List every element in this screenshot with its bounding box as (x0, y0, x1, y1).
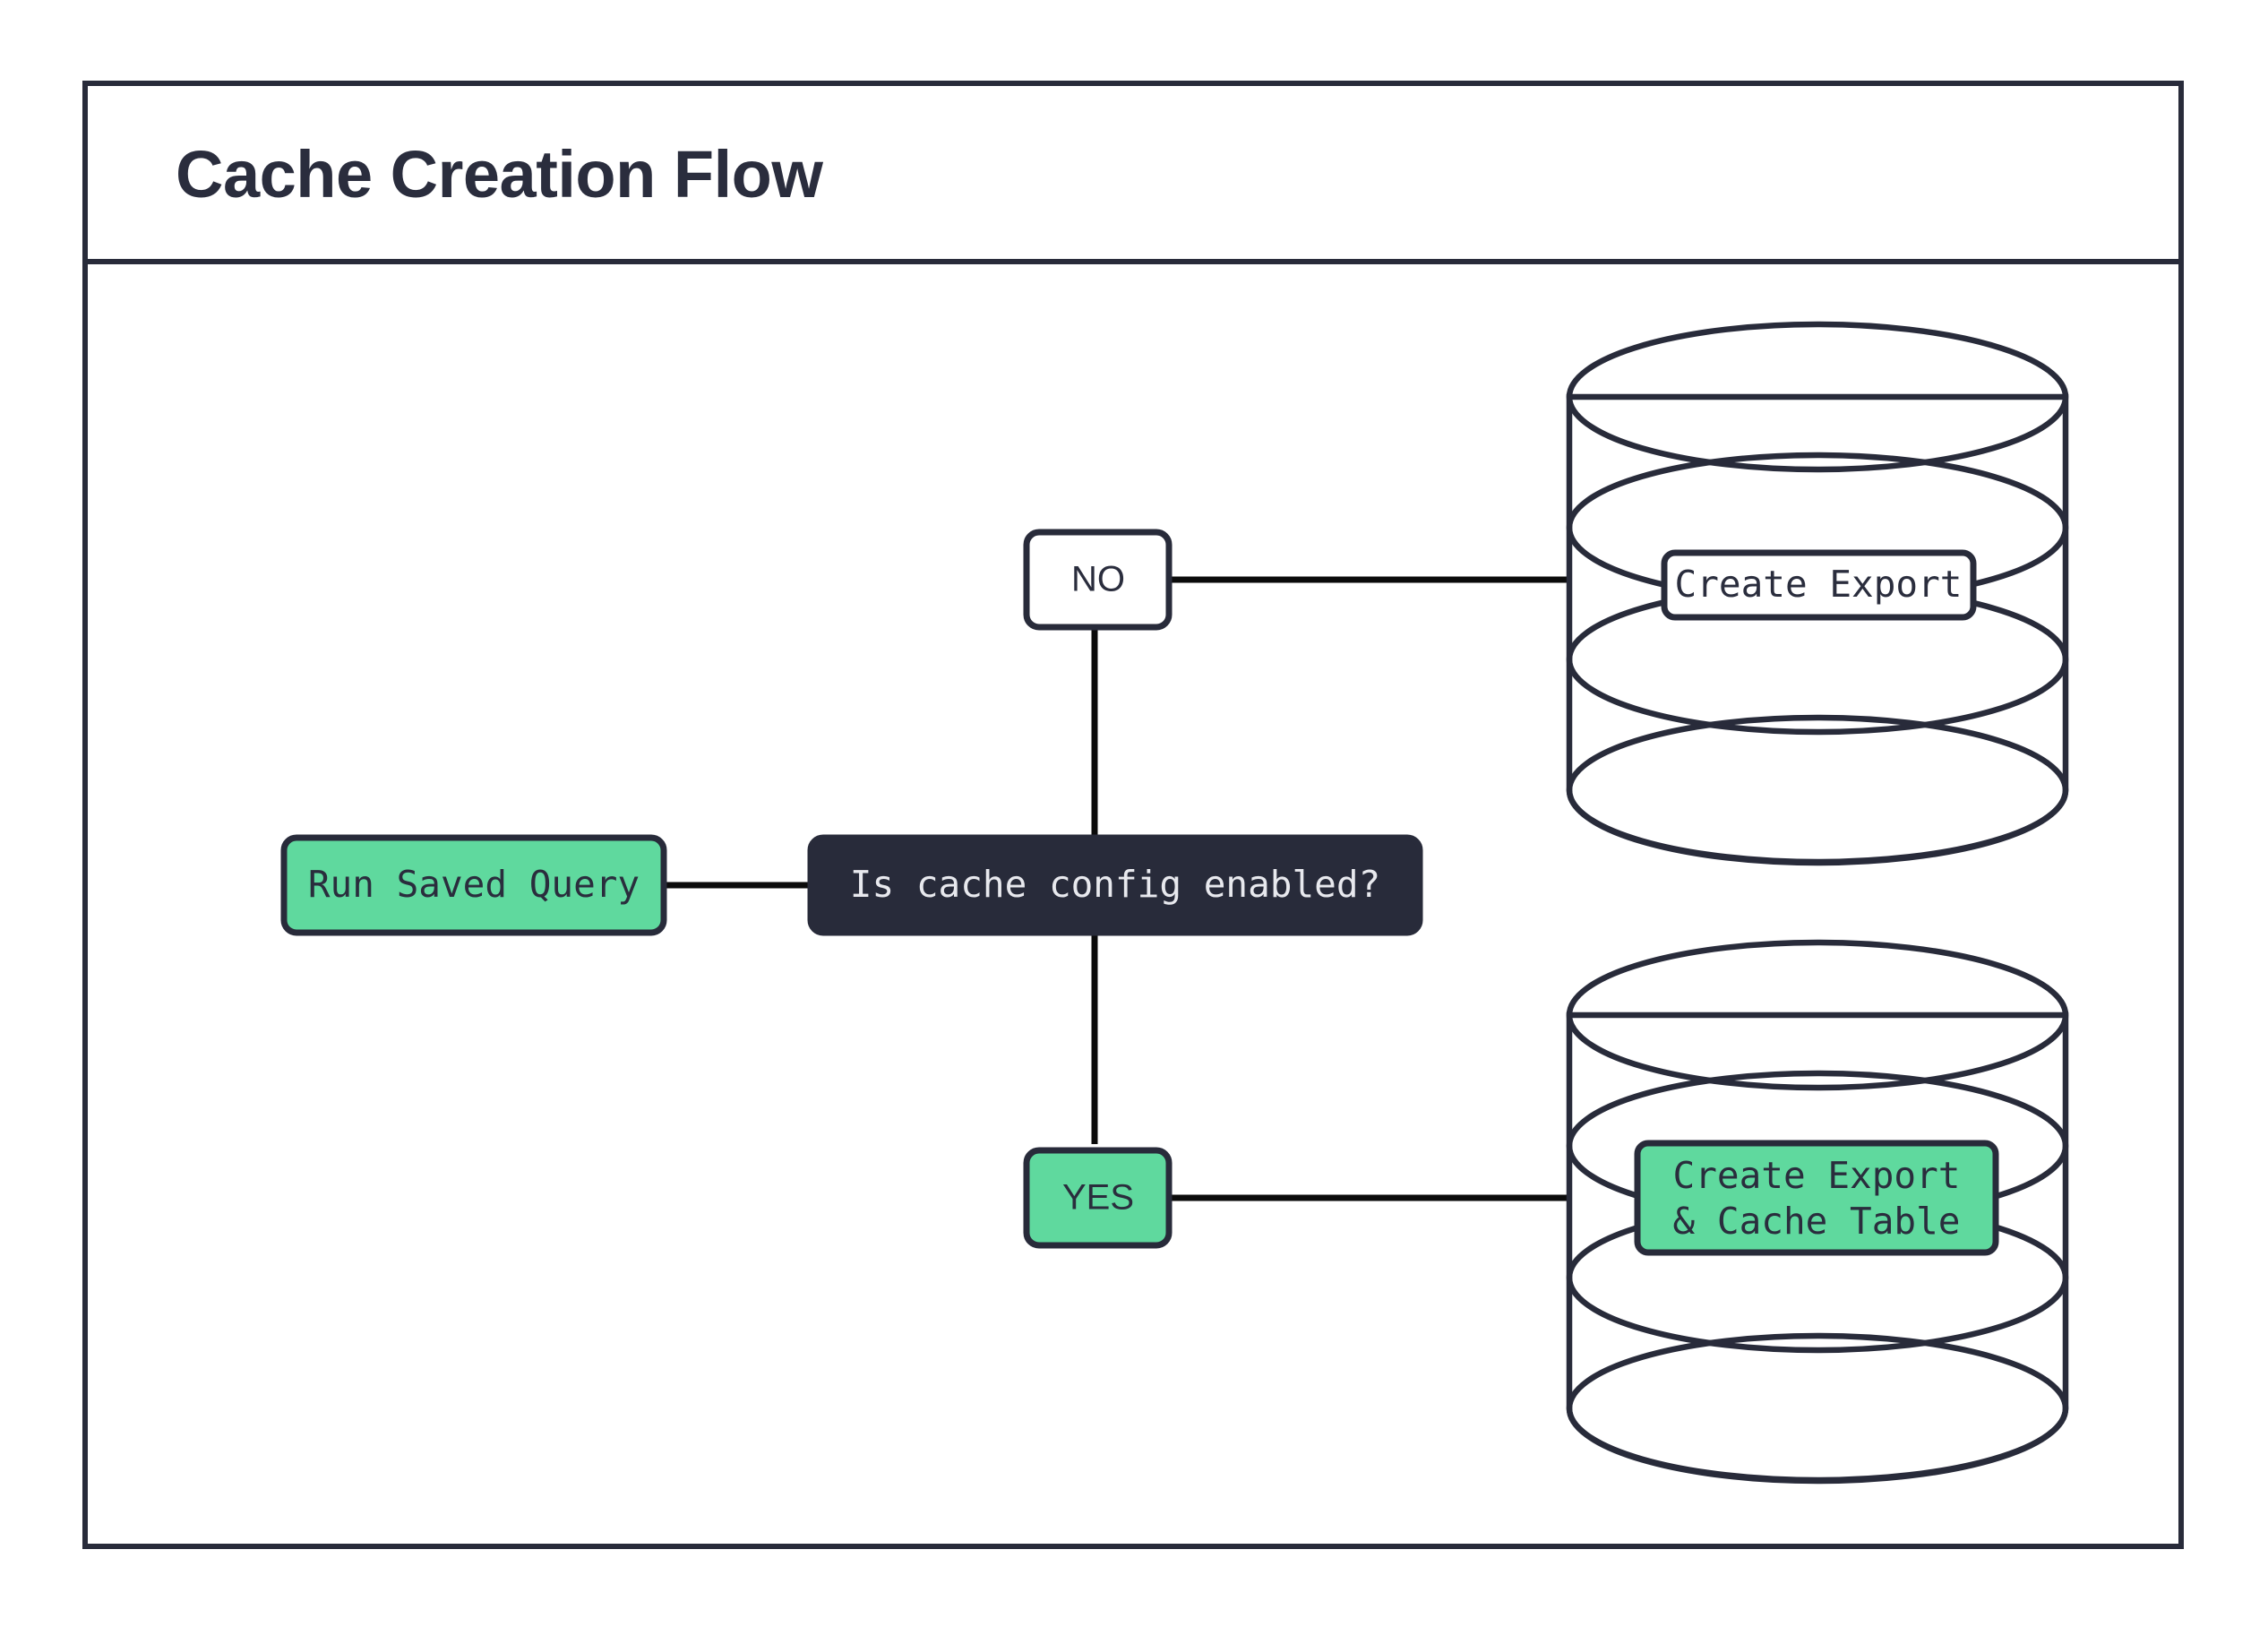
run-saved-query-label: Run Saved Query (308, 863, 640, 906)
create-export-cache-table-label-line-1: Create Export (1673, 1154, 1961, 1197)
node-run-saved-query[interactable]: Run Saved Query (280, 834, 667, 936)
lower-cylinder-disk-4 (1566, 1332, 2069, 1485)
create-export-label: Create Export (1675, 563, 1963, 606)
branch-no-label: NO (1071, 560, 1125, 599)
run-saved-query-box[interactable] (280, 834, 667, 936)
create-export-box[interactable] (1661, 549, 1977, 621)
diagram-frame (82, 81, 2184, 1549)
branch-yes-label: YES (1062, 1178, 1134, 1218)
branch-yes-box[interactable] (1023, 1147, 1173, 1249)
node-create-export-and-cache-table[interactable]: Create Export & Cache Table (1634, 1140, 1999, 1256)
page-title: Cache Creation Flow (176, 137, 823, 211)
lower-cylinder-disk-1 (1566, 939, 2069, 1091)
branch-no-box[interactable] (1023, 529, 1173, 631)
upper-cylinder-disk-4 (1566, 714, 2069, 866)
node-create-export[interactable]: Create Export (1661, 549, 1977, 621)
decision-box[interactable] (807, 834, 1423, 936)
node-branch-no[interactable]: NO (1023, 529, 1173, 631)
node-is-cache-config-enabled[interactable]: Is cache config enabled? (807, 834, 1423, 936)
upper-cylinder-disk-1 (1566, 321, 2069, 473)
create-export-cache-table-label-line-2: & Cache Table (1673, 1200, 1961, 1243)
node-branch-yes[interactable]: YES (1023, 1147, 1173, 1249)
decision-label: Is cache config enabled? (850, 863, 1380, 906)
create-export-cache-table-box[interactable] (1634, 1140, 1999, 1256)
